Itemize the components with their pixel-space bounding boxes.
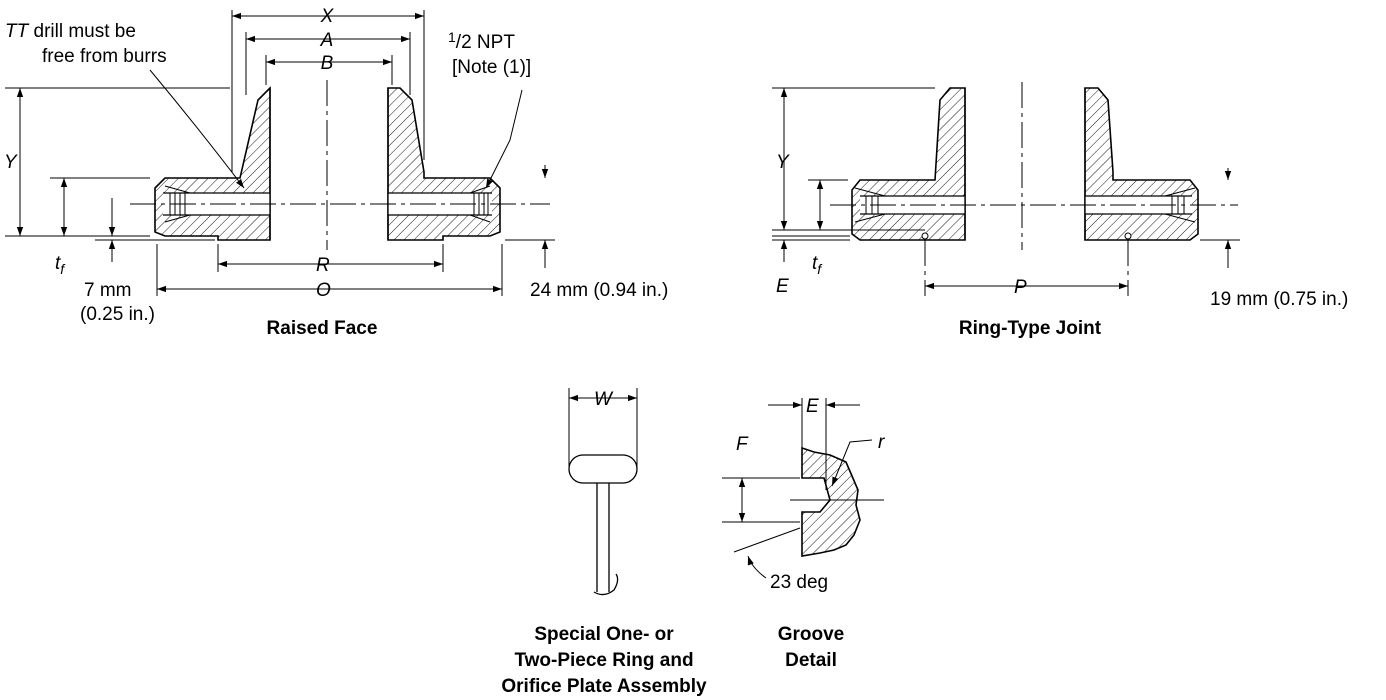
npt-label: 1/2 NPT xyxy=(448,29,515,53)
dim-y-label: Y xyxy=(4,152,18,173)
raised-face-caption: Raised Face xyxy=(267,318,378,339)
ring-type-caption: Ring-Type Joint xyxy=(959,318,1102,339)
ring-plate-caption-1: Special One- or xyxy=(534,624,674,645)
dim-x-label: X xyxy=(320,6,335,27)
rtj-dim-e-label: E xyxy=(776,276,789,297)
rtj-left-body xyxy=(851,87,966,241)
groove-angle-label: 23 deg xyxy=(770,572,828,593)
rtj-right-body xyxy=(1084,87,1199,241)
groove-dim-f-label: F xyxy=(736,434,749,455)
dim-o-label: O xyxy=(316,280,331,301)
dim-tf-label: tf xyxy=(55,253,66,277)
drill-note-line1: TT drill must be xyxy=(5,21,136,42)
ring-type-view xyxy=(772,82,1240,296)
ring-plate-caption-2: Two-Piece Ring and xyxy=(514,650,693,671)
groove-body xyxy=(801,446,861,557)
groove-caption-1: Groove xyxy=(778,624,845,645)
dim-b-label: B xyxy=(321,53,334,74)
ring-plate-view: W Special One- or Two-Piece Ring and Ori… xyxy=(501,388,707,697)
dim-w-label: W xyxy=(594,389,614,410)
seven-in-label: (0.25 in.) xyxy=(80,304,155,325)
dim-r-label: R xyxy=(316,255,330,276)
npt-note: [Note (1)] xyxy=(452,57,531,78)
groove-detail-view: E F r 23 deg Groove Detail xyxy=(722,396,885,671)
groove-r-label: r xyxy=(878,432,885,453)
seven-mm-label: 7 mm xyxy=(84,280,132,301)
nineteen-mm-label: 19 mm (0.75 in.) xyxy=(1210,289,1348,310)
groove-caption-2: Detail xyxy=(785,650,837,671)
ring-plate-caption-3: Orifice Plate Assembly xyxy=(501,676,707,697)
ring-type-labels: Y E tf P 19 mm (0.75 in.) Ring-Type Join… xyxy=(776,152,1348,339)
groove-dim-e-label: E xyxy=(806,396,819,417)
rtj-dim-tf-label: tf xyxy=(812,253,823,277)
twentyfour-mm-label: 24 mm (0.94 in.) xyxy=(530,280,668,301)
rtj-dim-p-label: P xyxy=(1014,277,1027,298)
raised-face-view xyxy=(5,10,555,296)
rf-left-body xyxy=(154,86,271,241)
rf-right-body xyxy=(387,87,501,241)
dim-a-label: A xyxy=(320,30,334,51)
raised-face-labels: X A B Y R O tf TT drill must be free fro… xyxy=(4,6,668,339)
rf-right-bolt-hole xyxy=(388,193,492,215)
rtj-dim-y-label: Y xyxy=(776,152,790,173)
drill-note-line2: free from burrs xyxy=(42,46,167,67)
